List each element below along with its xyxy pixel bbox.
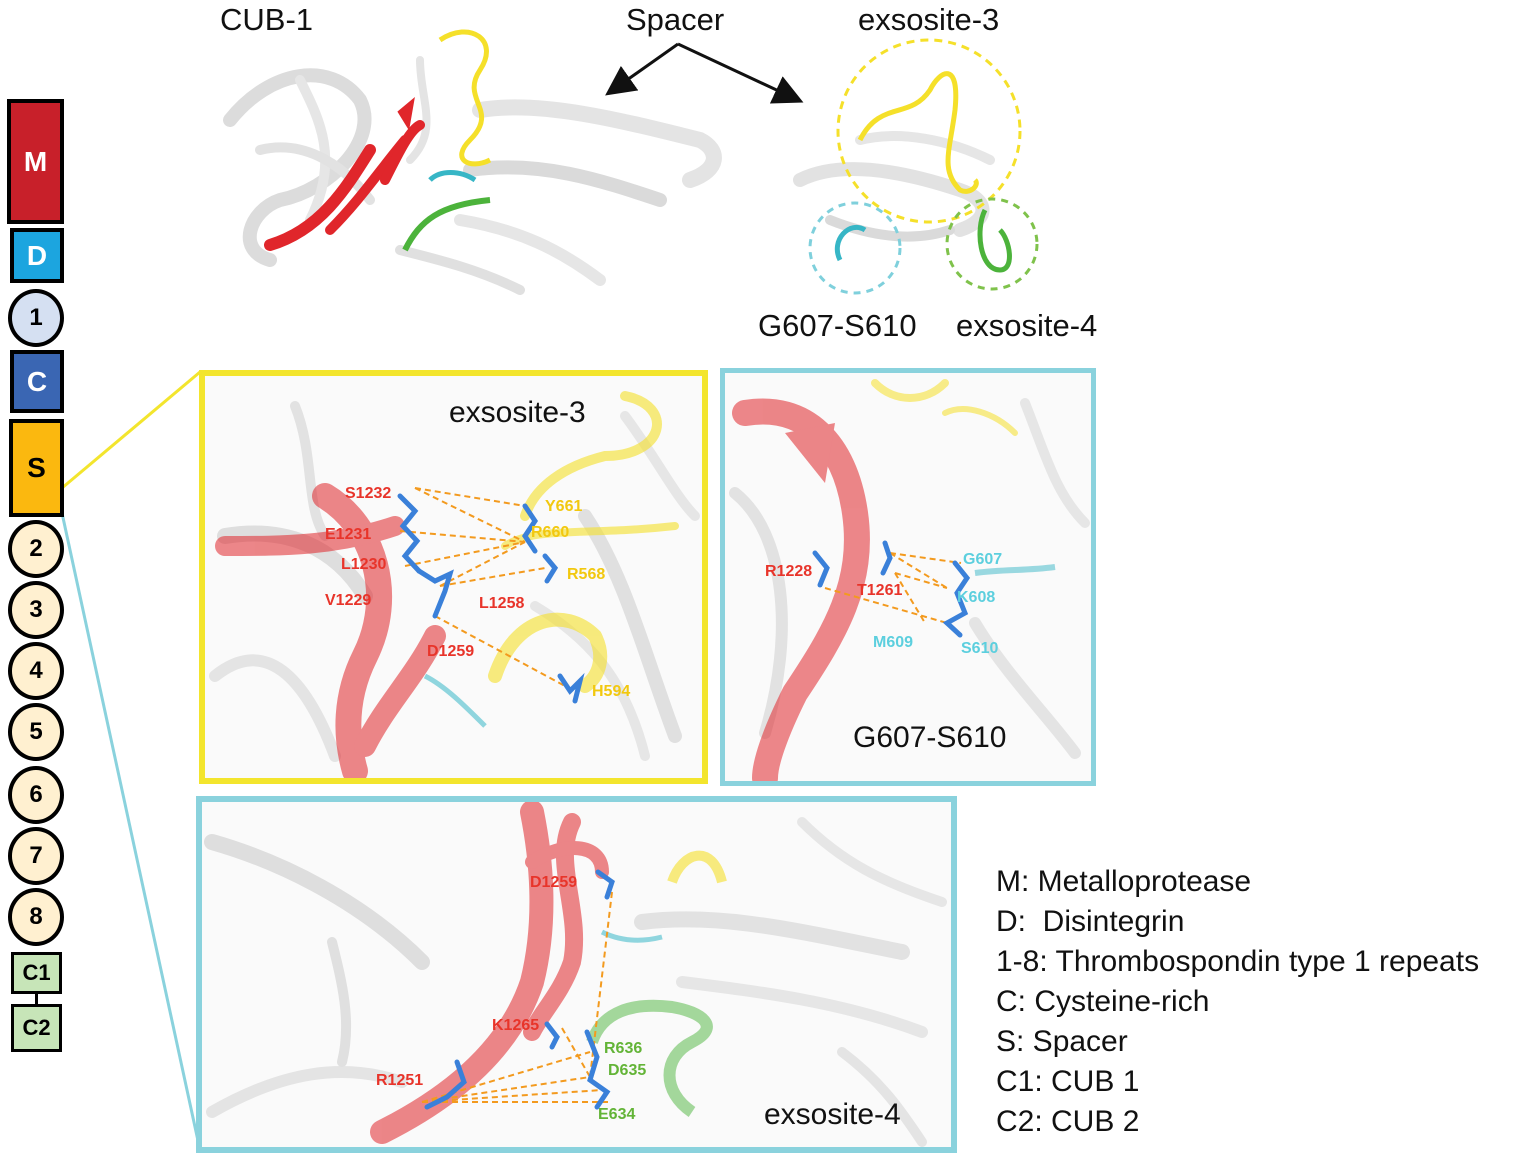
exosite3-loop-top — [438, 29, 492, 167]
exosite3-zoom-panel: exsosite-3 S1232 E1231 L1230 V1229 L1258… — [199, 370, 708, 784]
residue-K1265: K1265 — [492, 1017, 540, 1034]
residue-D1259-exosite4: D1259 — [530, 874, 578, 891]
domain-tsp1-repeat-1: 1 — [8, 289, 64, 347]
residue-H594: H594 — [592, 683, 631, 700]
residue-S610: S610 — [961, 640, 999, 657]
residue-L1258: L1258 — [479, 595, 525, 612]
spacer-alone-ribbon — [793, 131, 995, 242]
residue-R1251: R1251 — [376, 1072, 424, 1089]
residue-E634: E634 — [598, 1106, 636, 1123]
spacer-to-exosite3-line — [61, 370, 201, 490]
residue-Y661: Y661 — [545, 498, 583, 515]
domain-tsp1-repeat-5: 5 — [8, 703, 64, 761]
legend-item-c1: C1: CUB 1 — [996, 1065, 1140, 1098]
domain-c1-cub1: C1 — [11, 952, 62, 994]
exosite4-zoom-panel: D1259 K1265 R1251 R636 D635 E634 exsosit… — [196, 796, 957, 1153]
top-structure-graphics — [223, 29, 1039, 295]
domain-d-disintegrin: D — [10, 228, 64, 283]
exosite3-panel-title: exsosite-3 — [449, 396, 586, 429]
exosite4-top-label: exsosite-4 — [956, 308, 1098, 343]
domain-s-spacer: S — [9, 419, 64, 517]
spacer-to-exosite4-line — [60, 512, 202, 1151]
g607-s610-panel-ribbons — [729, 379, 1090, 781]
legend-item-d: D: Disintegrin — [996, 905, 1185, 938]
residue-M609: M609 — [873, 634, 914, 651]
domain-c-cysteine-rich: C — [10, 350, 64, 413]
exosite4-loop-top — [402, 197, 491, 252]
exosite4-panel-ribbons — [204, 802, 947, 1147]
domain-tsp1-repeat-2: 2 — [8, 520, 64, 578]
residue-V1229: V1229 — [325, 592, 372, 609]
g607-loop-top — [428, 170, 477, 183]
domain-tsp1-repeat-8: 8 — [8, 888, 64, 946]
exosite3-dashed-circle — [836, 38, 1022, 224]
residue-D635: D635 — [608, 1062, 647, 1079]
spacer-arrow-right — [677, 42, 804, 104]
domain-m-metalloprotease: M — [7, 99, 64, 224]
cub1-label: CUB-1 — [220, 2, 314, 37]
domain-tsp1-repeat-3: 3 — [8, 581, 64, 639]
legend-item-tsp: 1-8: Thrombospondin type 1 repeats — [996, 945, 1480, 978]
exosite4-loop-spacer — [977, 208, 1012, 273]
spacer-arrow-left — [605, 42, 679, 96]
residue-L1230: L1230 — [341, 556, 387, 573]
cub1-spacer-complex-ribbon — [223, 56, 722, 295]
exosite4-panel-title: exsosite-4 — [764, 1098, 901, 1131]
residue-T1261: T1261 — [857, 582, 903, 599]
residue-S1232: S1232 — [345, 485, 392, 502]
g607-loop-spacer — [834, 224, 867, 262]
residue-R1228: R1228 — [765, 563, 813, 580]
residue-R568: R568 — [567, 566, 606, 583]
exosite3-panel-ribbons — [209, 391, 700, 778]
g607-s610-top-label: G607-S610 — [758, 308, 917, 343]
domain-tsp1-repeat-6: 6 — [8, 766, 64, 824]
residue-R636: R636 — [604, 1040, 643, 1057]
spacer-label: Spacer — [626, 2, 725, 37]
exosite4-dashed-circle — [945, 197, 1039, 291]
residue-R660: R660 — [531, 524, 570, 541]
legend-item-c: C: Cysteine-rich — [996, 985, 1210, 1018]
domain-c2-cub2: C2 — [11, 1004, 62, 1052]
legend-item-c2: C2: CUB 2 — [996, 1105, 1140, 1138]
domain-legend: M: Metalloprotease D: Disintegrin 1-8: T… — [996, 862, 1479, 1142]
legend-item-s: S: Spacer — [996, 1025, 1128, 1058]
residue-K608: K608 — [957, 589, 996, 606]
domain-tsp1-repeat-4: 4 — [8, 642, 64, 700]
exosite3-loop-spacer — [857, 71, 979, 194]
residue-E1231: E1231 — [325, 526, 372, 543]
cub1-red-strands — [264, 96, 425, 251]
residue-D1259: D1259 — [427, 643, 475, 660]
legend-item-m: M: Metalloprotease — [996, 865, 1252, 898]
domain-tsp1-repeat-7: 7 — [8, 827, 64, 885]
exosite3-top-label: exsosite-3 — [858, 2, 1000, 37]
residue-G607: G607 — [963, 551, 1003, 568]
g607-s610-dashed-circle — [808, 201, 902, 295]
g607-s610-zoom-panel: R1228 T1261 G607 K608 M609 S610 G607-S61… — [720, 368, 1096, 786]
cub-linker — [35, 994, 38, 1004]
g607-s610-panel-title: G607-S610 — [853, 721, 1007, 754]
